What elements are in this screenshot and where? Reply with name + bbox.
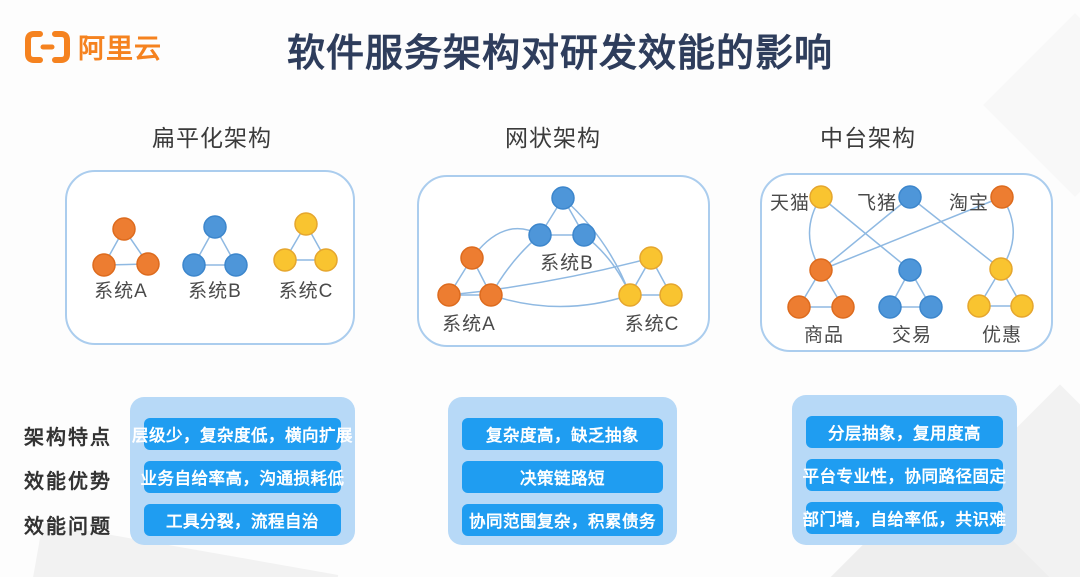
tmall-node xyxy=(809,185,833,209)
system-c-cluster xyxy=(273,212,338,272)
system-b-cluster xyxy=(528,186,596,247)
flat-architecture-diagram xyxy=(92,212,338,277)
flat-architecture-panel: 系统A 系统B 系统C xyxy=(65,170,355,345)
platform-characteristics-pill: 分层抽象，复用度高 xyxy=(806,416,1003,448)
flat-characteristics-pill: 层级少，复杂度低，横向扩展 xyxy=(132,418,353,450)
alibaba-cloud-brackets-icon xyxy=(25,30,70,63)
cluster-label-system-c: 系统C xyxy=(624,314,680,335)
taobao-node xyxy=(990,185,1014,209)
row-label-problems: 效能问题 xyxy=(24,516,112,538)
row-label-advantages: 效能优势 xyxy=(24,471,112,493)
goods-cluster xyxy=(787,258,855,319)
system-a-cluster xyxy=(92,217,160,277)
platform-architecture-diagram xyxy=(787,185,1034,319)
cluster-label-system-a: 系统A xyxy=(94,281,148,302)
platform-problems-pill: 部门墙，自给率低，共识难 xyxy=(803,502,1006,534)
flat-advantages-pill: 业务自给率高，沟通损耗低 xyxy=(141,461,344,493)
cluster-label-system-c: 系统C xyxy=(278,281,334,302)
platform-attributes-card: 分层抽象，复用度高 平台专业性，协同路径固定 部门墙，自给率低，共识难 xyxy=(792,395,1017,545)
column-title-mesh: 网状架构 xyxy=(505,125,601,151)
cluster-label-trade: 交易 xyxy=(891,325,933,346)
mesh-architecture-diagram xyxy=(437,186,683,308)
flat-attributes-card: 层级少，复杂度低，横向扩展 业务自给率高，沟通损耗低 工具分裂，流程自治 xyxy=(130,397,355,545)
row-label-characteristics: 架构特点 xyxy=(24,427,112,449)
brand-name: 阿里云 xyxy=(78,34,162,64)
top-node-label-taobao: 淘宝 xyxy=(948,193,990,214)
system-a-cluster xyxy=(437,246,503,307)
column-title-platform: 中台架构 xyxy=(820,125,916,151)
mesh-architecture-panel: 系统B 系统A 系统C xyxy=(417,175,710,347)
platform-cross-links xyxy=(808,196,1014,271)
flat-problems-pill: 工具分裂，流程自治 xyxy=(144,504,341,536)
cluster-label-system-a: 系统A xyxy=(442,314,496,335)
mesh-advantages-pill: 决策链路短 xyxy=(462,461,663,493)
column-title-flat: 扁平化架构 xyxy=(152,125,272,151)
cluster-label-system-b: 系统B xyxy=(540,253,594,274)
system-c-cluster xyxy=(618,246,683,307)
cluster-label-discount: 优惠 xyxy=(981,325,1023,346)
platform-advantages-pill: 平台专业性，协同路径固定 xyxy=(803,459,1006,491)
platform-architecture-panel: 天猫 飞猪 淘宝 商品 交易 优惠 xyxy=(760,173,1053,352)
system-b-cluster xyxy=(182,215,248,277)
mesh-problems-pill: 协同范围复杂，积累债务 xyxy=(462,504,663,536)
alibaba-cloud-logo: 阿里云 xyxy=(24,27,162,66)
cluster-label-goods: 商品 xyxy=(803,325,845,346)
top-node-label-fliggy: 飞猪 xyxy=(856,193,898,214)
top-node-label-tmall: 天猫 xyxy=(769,193,811,214)
fliggy-node xyxy=(898,185,922,209)
page-title: 软件服务架构对研发效能的影响 xyxy=(286,33,834,75)
cluster-label-system-b: 系统B xyxy=(188,281,242,302)
mesh-attributes-card: 复杂度高，缺乏抽象 决策链路短 协同范围复杂，积累债务 xyxy=(448,397,677,545)
mesh-characteristics-pill: 复杂度高，缺乏抽象 xyxy=(462,418,663,450)
trade-cluster xyxy=(878,258,943,319)
discount-cluster xyxy=(967,257,1034,318)
